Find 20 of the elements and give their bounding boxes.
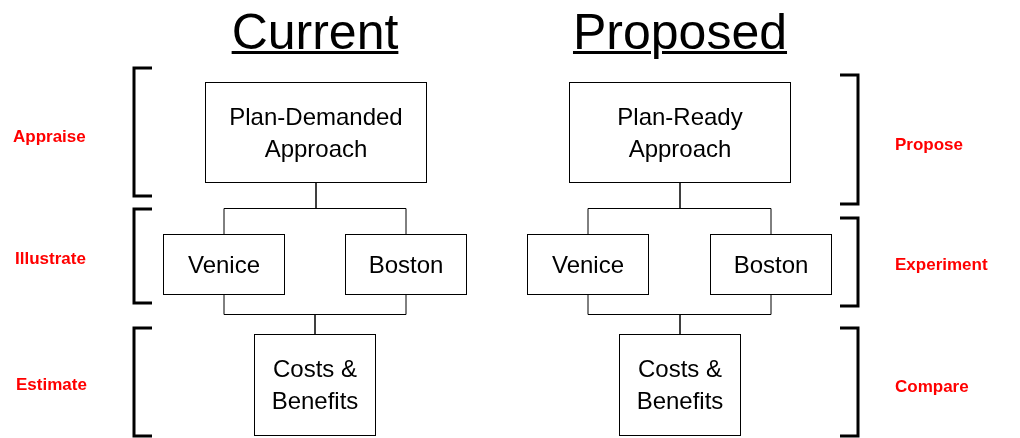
connector-line xyxy=(315,182,407,235)
connector-line xyxy=(679,182,772,235)
column-heading: Current xyxy=(231,4,399,60)
phase-label: Appraise xyxy=(13,127,86,147)
process-box: Plan-Demanded Approach xyxy=(205,82,427,183)
process-box: Costs & Benefits xyxy=(254,334,376,436)
connector-line xyxy=(679,294,772,335)
process-box: Boston xyxy=(345,234,467,295)
phase-label: Propose xyxy=(895,135,964,155)
process-box: Venice xyxy=(527,234,649,295)
phase-label: Compare xyxy=(895,377,969,397)
phase-label: Illustrate xyxy=(15,249,86,269)
process-box: Venice xyxy=(163,234,285,295)
phase-label: Experiment xyxy=(895,255,988,275)
phase-label: Estimate xyxy=(16,375,87,395)
process-box: Boston xyxy=(710,234,832,295)
column-heading: Proposed xyxy=(573,4,787,60)
connector-line xyxy=(314,294,407,335)
process-box: Costs & Benefits xyxy=(619,334,741,436)
process-box: Plan-Ready Approach xyxy=(569,82,791,183)
